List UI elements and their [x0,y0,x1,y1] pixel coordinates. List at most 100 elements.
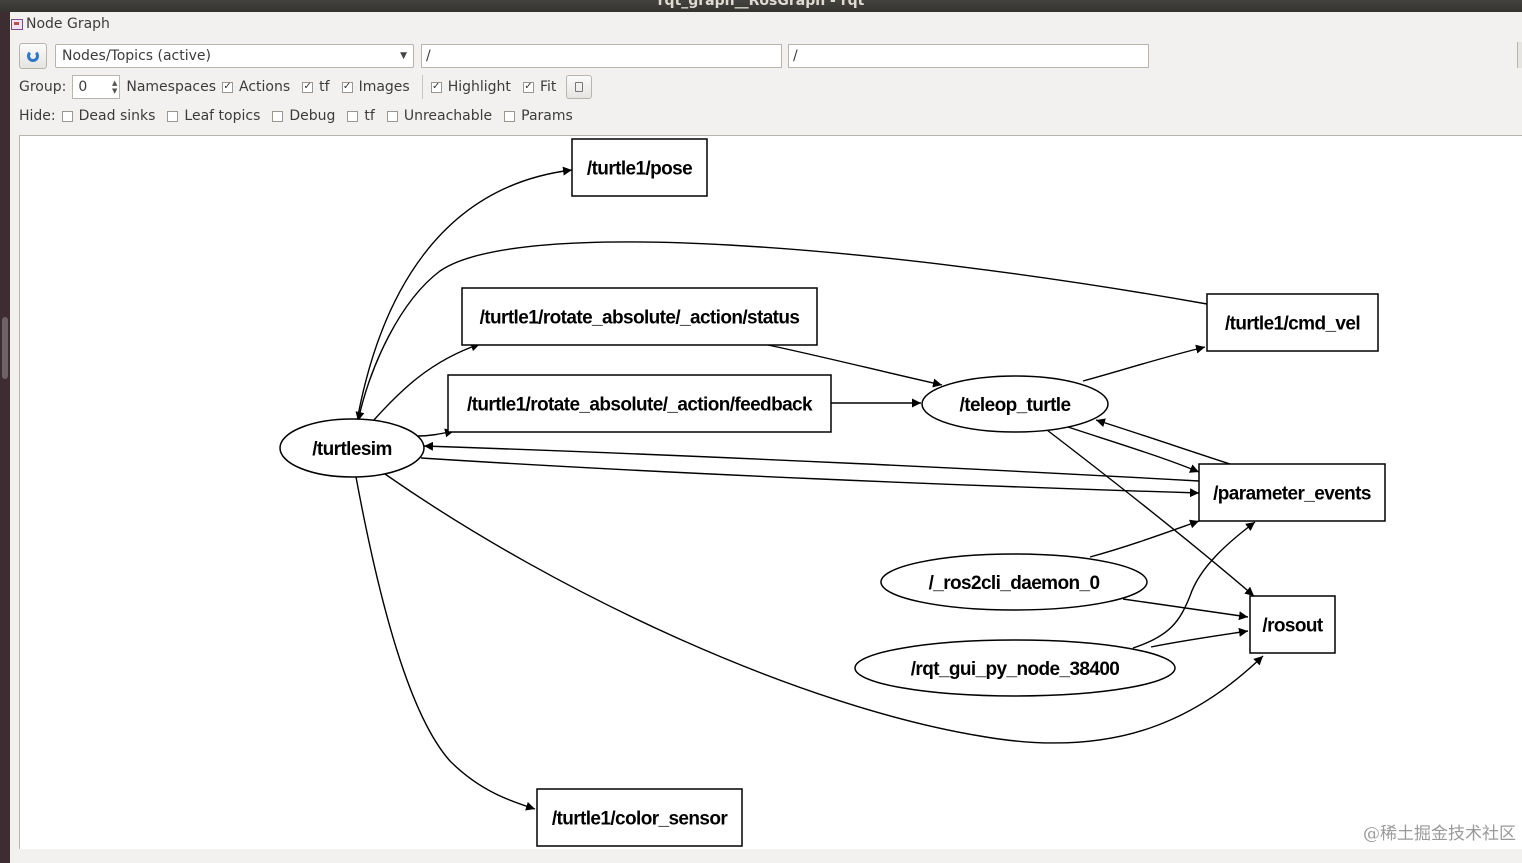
topic-label-params: /parameter_events [1213,484,1371,505]
topic-box [1206,293,1379,352]
topic-label-rosout: /rosout [1262,616,1323,637]
edge-rqtgui-to-params[interactable] [1132,521,1256,649]
edge-teleop-to-cmdvel[interactable] [1082,344,1206,382]
chevron-down-icon: ▼ [400,51,407,61]
hide-label: Hide: [19,108,56,124]
dock-title-bar[interactable]: Node Graph [10,16,110,32]
dock-edge-handle[interactable] [2,317,8,379]
refresh-icon [27,50,39,62]
node-turtlesim[interactable]: /turtlesim [279,418,425,478]
topic-label-cmdvel: /turtle1/cmd_vel [1225,314,1360,335]
dead-sinks-checkbox[interactable]: Dead sinks [61,108,156,124]
edge-turtlesim-to-rosout[interactable] [384,473,1264,744]
topic-box [447,374,832,433]
topic-box [571,138,708,197]
edge-params-to-teleop[interactable] [1095,418,1231,465]
checkbox-box [167,110,179,122]
node-filter-input[interactable]: / [421,44,782,68]
highlight-checkbox[interactable]: ✓ Highlight [430,79,511,95]
edge-teleop-to-params[interactable] [1064,425,1200,473]
topic-filter-value: / [793,48,798,64]
unreachable-label: Unreachable [403,108,493,124]
window-title: rqt_graph__RosGraph - rqt [657,0,865,9]
edge-teleop-to-rosout[interactable] [1046,429,1255,597]
refresh-button[interactable] [19,43,47,69]
options-row: Group: 0 ▲▼ Namespaces ✓ Actions ✓ tf ✓ … [19,75,593,99]
fit-checkbox[interactable]: ✓ Fit [522,79,557,95]
node-label-rqtgui: /rqt_gui_py_node_38400 [911,659,1120,680]
node-ellipse [854,639,1176,697]
images-label: Images [358,79,410,95]
group-spinbox[interactable]: 0 ▲▼ [72,75,121,99]
check-icon: ✓ [302,81,314,93]
check-icon: ✓ [430,81,442,93]
highlight-label: Highlight [447,79,511,95]
tf-label: tf [319,79,330,95]
actions-label: Actions [239,79,291,95]
edge-turtlesim-to-status[interactable] [372,342,481,422]
toolbar-overflow-edge [1517,42,1522,68]
topic-box [1198,463,1386,522]
check-icon: ✓ [341,81,353,93]
edge-rqtgui-to-rosout[interactable] [1150,627,1249,648]
edge-ros2cli-to-params[interactable] [1089,519,1200,558]
edge-status-to-teleop[interactable] [767,344,943,388]
hide-tf-checkbox[interactable]: tf [347,108,375,124]
topic-color[interactable]: /turtle1/color_sensor [536,788,743,847]
graph-mode-select[interactable]: Nodes/Topics (active) ▼ [55,44,414,68]
topic-box [1249,595,1336,654]
node-filter-value: / [426,48,431,64]
tf-checkbox[interactable]: ✓ tf [302,79,330,95]
checkbox-box [504,110,516,122]
graph-shapes: /turtlesim/teleop_turtle /_ros2cli_daemon… [279,138,1386,847]
topic-label-color: /turtle1/color_sensor [552,809,729,830]
params-checkbox[interactable]: Params [504,108,573,124]
rqt-plugin-icon [10,17,24,31]
node-teleop[interactable]: /teleop_turtle [921,375,1109,433]
topic-box [461,287,818,346]
leaf-topics-checkbox[interactable]: Leaf topics [167,108,260,124]
images-checkbox[interactable]: ✓ Images [341,79,410,95]
edge-cmdvel-to-turtlesim[interactable] [355,241,1208,422]
edge-turtlesim-to-params[interactable] [420,457,1200,498]
topic-label-feedback: /turtle1/rotate_absolute/_action/feedbac… [467,395,813,416]
topic-label-pose: /turtle1/pose [587,159,692,180]
topic-rosout[interactable]: /rosout [1249,595,1336,654]
namespaces-checkbox[interactable]: Namespaces ✓ Actions [126,79,290,95]
node-rqtgui[interactable]: /rqt_gui_py_node_38400 [854,639,1176,697]
check-icon: ✓ [522,81,534,93]
fit-label: Fit [539,79,557,95]
node-label-turtlesim: /turtlesim [312,439,392,460]
topic-cmdvel[interactable]: /turtle1/cmd_vel [1206,293,1379,352]
fit-view-icon [575,82,584,92]
node-ellipse [921,375,1109,433]
toolbar-separator [421,75,423,99]
toolbar-row: Nodes/Topics (active) ▼ / / [19,43,1149,69]
dead-sinks-label: Dead sinks [78,108,156,124]
graph-edges [355,166,1264,811]
edge-turtlesim-to-pose[interactable] [356,166,573,422]
node-ros2cli[interactable]: /_ros2cli_daemon_0 [880,553,1148,611]
ros-graph[interactable]: /turtlesim/teleop_turtle /_ros2cli_daemon… [20,136,1522,849]
fit-in-view-button[interactable] [566,75,593,99]
dock-title: Node Graph [26,16,110,32]
topic-pose[interactable]: /turtle1/pose [571,138,708,197]
leaf-topics-label: Leaf topics [184,108,261,124]
topic-filter-input[interactable]: / [788,44,1149,68]
spin-arrows-icon[interactable]: ▲▼ [111,79,118,95]
unreachable-checkbox[interactable]: Unreachable [386,108,493,124]
graph-canvas[interactable]: /turtlesim/teleop_turtle /_ros2cli_daemon… [19,135,1522,849]
node-ellipse [880,553,1148,611]
node-label-teleop: /teleop_turtle [960,395,1071,416]
edge-ros2cli-to-rosout[interactable] [1122,598,1249,621]
hide-row: Hide: Dead sinks Leaf topics Debug tf Un… [19,108,585,124]
topic-status[interactable]: /turtle1/rotate_absolute/_action/status [461,287,818,346]
debug-checkbox[interactable]: Debug [272,108,335,124]
edge-params-to-turtlesim[interactable] [423,441,1200,482]
edge-turtlesim-to-color[interactable] [355,476,536,811]
params-label: Params [521,108,573,124]
topic-params[interactable]: /parameter_events [1198,463,1386,522]
topic-feedback[interactable]: /turtle1/rotate_absolute/_action/feedbac… [447,374,832,433]
node-label-ros2cli: /_ros2cli_daemon_0 [929,573,1100,594]
checkbox-box [61,110,73,122]
